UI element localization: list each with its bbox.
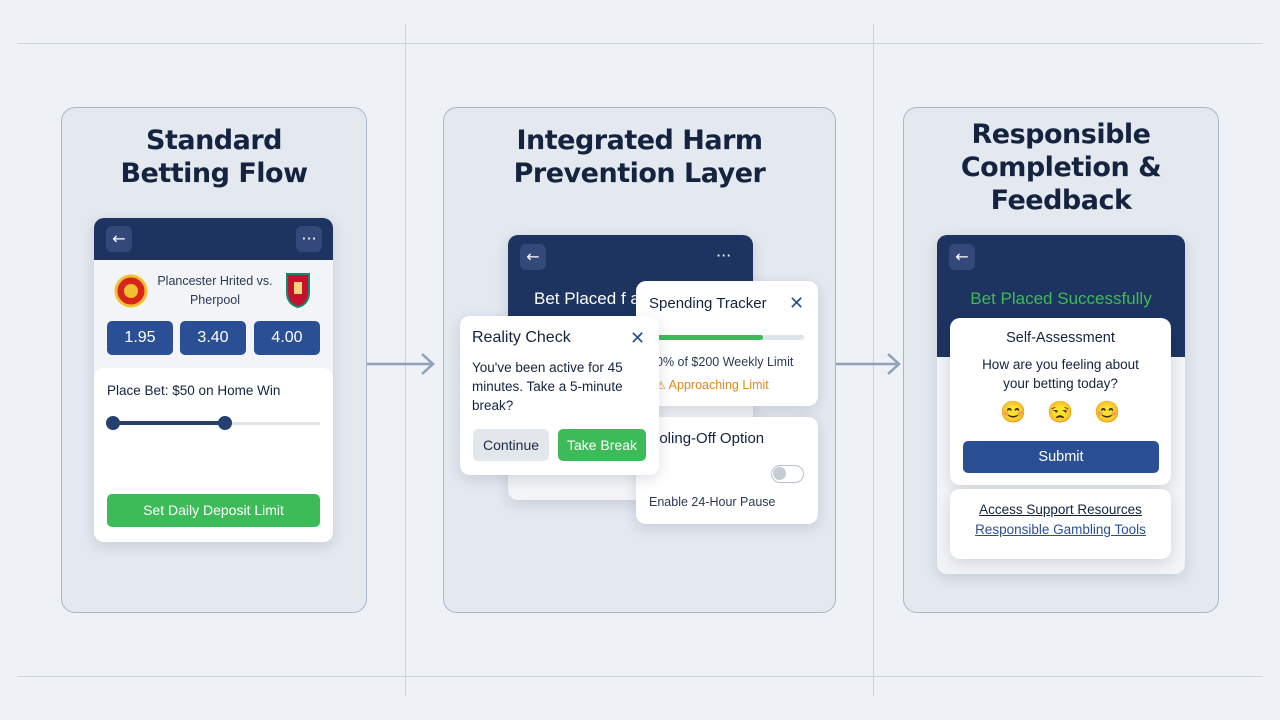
toggle-knob — [773, 467, 786, 480]
support-links-card — [950, 489, 1171, 559]
more-options-icon[interactable]: ··· — [296, 226, 322, 252]
spending-progress-fill — [649, 335, 763, 340]
odds-button-home[interactable]: 1.95 — [107, 321, 173, 355]
guide-line-right — [873, 24, 874, 696]
flow-arrow-icon — [366, 353, 435, 375]
take-break-button[interactable]: Take Break — [558, 429, 646, 461]
panel-title: Responsible Completion & Feedback — [960, 119, 1162, 216]
self-assessment-title: Self-Assessment — [1006, 330, 1115, 346]
spending-tracker-card — [636, 281, 818, 406]
pause-toggle[interactable] — [771, 465, 804, 483]
app-header — [94, 218, 333, 260]
stake-slider-fill — [113, 421, 225, 425]
support-resources-link[interactable]: Access Support Resources — [979, 502, 1142, 517]
spending-tracker-title: Spending Tracker — [649, 295, 767, 312]
reality-check-message: You've been active for 45 minutes. Take … — [472, 360, 623, 413]
away-team-crest-icon — [286, 273, 310, 308]
bet-success-text: Bet Placed Successfully — [970, 289, 1152, 308]
close-icon[interactable]: ✕ — [789, 293, 805, 314]
stake-slider-start-handle[interactable] — [106, 416, 120, 430]
emoji-happy-button[interactable]: 😊 — [1000, 401, 1027, 424]
submit-button[interactable]: Submit — [963, 441, 1159, 473]
guide-line-top — [18, 43, 1262, 44]
stake-slider-handle[interactable] — [218, 416, 232, 430]
home-team-crest-icon — [114, 274, 148, 308]
warning-icon: ⚠ — [656, 379, 666, 392]
flow-arrow-icon — [836, 353, 901, 375]
guide-line-left — [405, 24, 406, 696]
continue-button[interactable]: Continue — [473, 429, 549, 461]
back-arrow-icon[interactable]: ← — [949, 244, 975, 270]
self-assessment-question: How are you feeling about your betting t… — [982, 357, 1139, 391]
bet-placed-text: Bet Placed f a — [534, 289, 640, 308]
more-options-icon[interactable]: ··· — [716, 246, 732, 265]
place-bet-label: Place Bet: $50 on Home Win — [107, 383, 281, 398]
back-arrow-icon[interactable]: ← — [520, 244, 546, 270]
odds-button-draw[interactable]: 3.40 — [180, 321, 246, 355]
reality-check-title: Reality Check — [472, 329, 571, 346]
odds-button-away[interactable]: 4.00 — [254, 321, 320, 355]
gambling-tools-link[interactable]: Responsible Gambling Tools — [975, 522, 1146, 537]
emoji-smile-button[interactable]: 😊 — [1094, 401, 1121, 424]
panel-title: Integrated Harm Prevention Layer — [513, 125, 766, 189]
set-deposit-limit-button[interactable]: Set Daily Deposit Limit — [107, 494, 320, 527]
cooling-off-title: ooling-Off Option — [651, 430, 765, 447]
guide-line-bottom — [18, 676, 1262, 677]
pause-label: Enable 24-Hour Pause — [649, 495, 776, 509]
back-arrow-icon[interactable]: ← — [106, 226, 132, 252]
match-title: Plancester Hrited vs. Pherpool — [157, 274, 273, 307]
approaching-limit-warning: ⚠ Approaching Limit — [656, 378, 769, 392]
panel-title: Standard Betting Flow — [120, 125, 308, 189]
close-icon[interactable]: ✕ — [630, 328, 646, 349]
emoji-neutral-button[interactable]: 😒 — [1047, 401, 1074, 424]
spending-limit-text: 0% of $200 Weekly Limit — [656, 355, 794, 369]
